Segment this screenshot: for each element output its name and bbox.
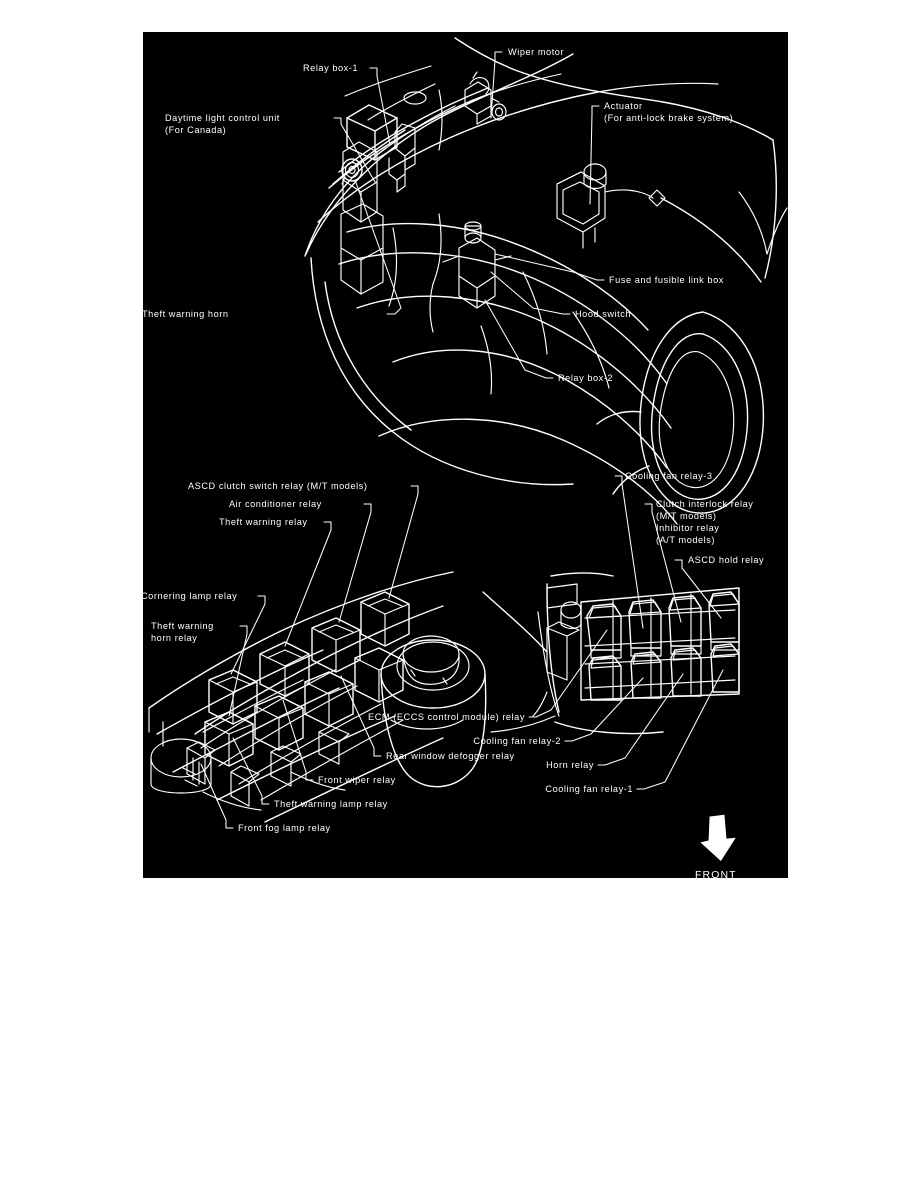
label-theft-warning-lamp-relay: Theft warning lamp relay	[274, 799, 388, 809]
front-direction-arrow: FRONT	[695, 813, 739, 878]
label-clutch-interlock-relay: Clutch interlock relay	[656, 499, 753, 509]
relay-location-illustration: Daytime light control unit (For Canada) …	[143, 37, 788, 878]
relay-box-1-leaders	[200, 485, 419, 829]
engine-compartment-artwork	[304, 37, 788, 525]
hood-switch-part	[442, 221, 512, 309]
label-ascd-clutch-switch-relay: ASCD clutch switch relay (M/T models)	[188, 481, 367, 491]
engine-compartment-leaders	[333, 51, 605, 379]
label-theft-warning-relay: Theft warning relay	[219, 517, 308, 527]
relay-box-1-artwork	[148, 571, 487, 823]
wiper-motor-part	[464, 71, 507, 125]
label-fuse-and-fusible-link-box: Fuse and fusible link box	[609, 275, 724, 285]
figure-panel: Daytime light control unit (For Canada) …	[143, 32, 788, 878]
connector-details	[182, 725, 350, 811]
relay-box-2-leaders	[528, 475, 724, 790]
theft-warning-horn-part	[341, 158, 363, 185]
label-theft-warning-horn: Theft warning horn	[143, 309, 229, 319]
label-actuator: Actuator	[604, 101, 643, 111]
label-cooling-fan-relay-1: Cooling fan relay-1	[545, 784, 633, 794]
label-front-fog-lamp-relay: Front fog lamp relay	[238, 823, 331, 833]
relay-box-2-artwork	[482, 572, 740, 735]
label-clutch-interlock-relay-note: (M/T models)	[656, 511, 717, 521]
label-inhibitor-relay: Inhibitor relay	[656, 523, 719, 533]
reservoir-part	[380, 635, 487, 788]
relay-box-2-lower-row	[588, 643, 740, 701]
engine-compartment-labels: Daytime light control unit (For Canada) …	[143, 47, 733, 383]
label-cornering-lamp-relay: Cornering lamp relay	[143, 591, 237, 601]
down-arrow-icon	[697, 813, 739, 863]
label-front: FRONT	[695, 869, 737, 878]
label-ascd-hold-relay: ASCD hold relay	[688, 555, 764, 565]
front-wheel-part	[596, 311, 765, 514]
label-horn-relay: Horn relay	[546, 760, 594, 770]
relay-box-2-upper-row	[586, 591, 740, 659]
label-wiper-motor: Wiper motor	[508, 47, 564, 57]
label-daytime-light-control-unit: Daytime light control unit	[165, 113, 280, 123]
relay-box-2-labels: Cooling fan relay-3 Clutch interlock rel…	[368, 471, 764, 794]
label-air-conditioner-relay: Air conditioner relay	[229, 499, 322, 509]
label-theft-warning-horn-relay-line1: Theft warning	[151, 621, 214, 631]
label-inhibitor-relay-note: (A/T models)	[656, 535, 715, 545]
label-theft-warning-horn-relay-line2: horn relay	[151, 633, 197, 643]
relay-cubes-front-row	[204, 647, 404, 767]
abs-actuator-part	[556, 163, 654, 249]
label-relay-box-2: Relay box-2	[558, 373, 613, 383]
label-relay-box-1: Relay box-1	[303, 63, 358, 73]
label-hood-switch: Hood switch	[575, 309, 631, 319]
label-front-wiper-relay: Front wiper relay	[318, 775, 396, 785]
relay-box-1-labels: ASCD clutch switch relay (M/T models) Ai…	[143, 481, 515, 833]
label-actuator-note: (For anti-lock brake system)	[604, 113, 733, 123]
label-daytime-light-control-unit-note: (For Canada)	[165, 125, 226, 135]
label-cooling-fan-relay-3: Cooling fan relay-3	[625, 471, 713, 481]
label-ecm-relay: ECM (ECCS control module) relay	[368, 712, 525, 722]
label-cooling-fan-relay-2: Cooling fan relay-2	[473, 736, 561, 746]
label-rear-window-defogger-relay: Rear window defogger relay	[386, 751, 515, 761]
